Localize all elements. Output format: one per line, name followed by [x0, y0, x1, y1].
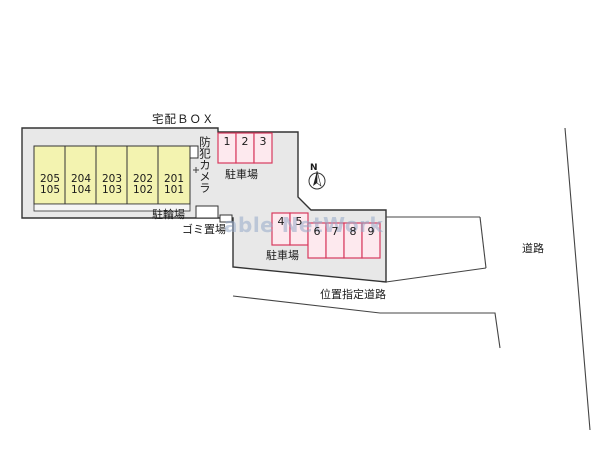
parking-space-number: 8 — [349, 225, 357, 238]
unit-number-lower: 103 — [101, 184, 123, 196]
road-edge-left-upper — [479, 216, 487, 269]
unit-number-lower: 101 — [163, 184, 185, 196]
parking-space-number: 5 — [295, 215, 303, 228]
unit-dividers — [64, 146, 159, 204]
road-label: 道路 — [522, 242, 544, 255]
camera-label: 防犯カメラ — [198, 136, 212, 194]
delivery-box-label: 宅配ＢＯＸ — [152, 112, 215, 126]
parking-top-label: 駐車場 — [225, 168, 258, 181]
unit-number-upper: 201 — [163, 173, 185, 185]
garbage-station — [219, 214, 233, 223]
parking-bottom-label: 駐車場 — [266, 249, 299, 262]
parking-space — [253, 132, 273, 164]
bicycle-shed — [195, 205, 219, 219]
parking-space-number: 4 — [277, 215, 285, 228]
road-lines — [232, 127, 591, 431]
apartment-building — [33, 145, 191, 205]
north-arrow-icon — [308, 170, 326, 190]
camera-icon — [193, 167, 199, 173]
designated-road-edge-lower — [232, 295, 501, 349]
garbage-station-label: ゴミ置場 — [182, 223, 226, 236]
unit-number-lower: 104 — [70, 184, 92, 196]
parking-bottom-spaces — [271, 212, 381, 259]
parking-space-number: 3 — [259, 135, 267, 148]
parking-space-number: 9 — [367, 225, 375, 238]
road-edge-right — [564, 127, 591, 431]
watermark-logo: able NetWork — [224, 213, 384, 237]
unit-number-upper: 203 — [101, 173, 123, 185]
building-corridor — [33, 203, 191, 212]
unit-number-lower: 102 — [132, 184, 154, 196]
parking-space — [361, 222, 381, 259]
unit-number-upper: 204 — [70, 173, 92, 185]
parking-space-number: 1 — [223, 135, 231, 148]
parking-space-number: 2 — [241, 135, 249, 148]
delivery-box — [189, 145, 199, 159]
unit-number-lower: 105 — [39, 184, 61, 196]
unit-number-upper: 205 — [39, 173, 61, 185]
parking-space-number: 7 — [331, 225, 339, 238]
parking-top-spaces — [217, 132, 273, 164]
road-edge-left-lower — [385, 267, 487, 283]
parking-space-number: 6 — [313, 225, 321, 238]
bicycle-parking-label: 駐輪場 — [152, 208, 185, 221]
north-label: N — [310, 163, 318, 173]
unit-number-upper: 202 — [132, 173, 154, 185]
designated-road-label: 位置指定道路 — [320, 288, 386, 301]
